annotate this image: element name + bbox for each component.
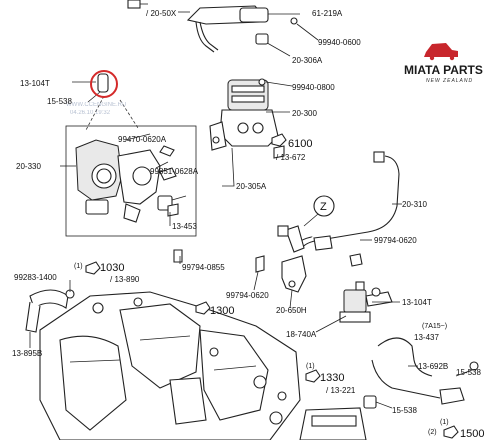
intake-hose — [25, 289, 75, 333]
label-1300-a: 1300 — [210, 305, 234, 317]
label-20-650h: 20-650H — [276, 306, 307, 315]
label-99851-0628a: 99851-0628A — [150, 167, 199, 176]
label-20-300: 20-300 — [292, 109, 317, 118]
label-20-305a: 20-305A — [236, 182, 267, 191]
label-13-672: / 13-672 — [276, 153, 306, 162]
label-13-692b: 13-692B — [418, 362, 448, 371]
label-6100: 6100 — [288, 138, 312, 150]
canister-housing — [299, 407, 367, 440]
label-99794-0620-b: 99794-0620 — [226, 291, 269, 300]
label-20-50x: / 20-50X — [146, 9, 177, 18]
label-7a15: (7A15~) — [422, 323, 447, 330]
label-18-740a: 18-740A — [286, 330, 317, 339]
label-99940-0600: 99940-0600 — [318, 38, 361, 47]
label-13-895b: 13-895B — [12, 349, 42, 358]
label-13-890: / 13-890 — [110, 275, 140, 284]
car-icon — [424, 43, 458, 57]
label-15-538-b: 15-538 — [456, 368, 481, 377]
callout-z-icon — [303, 195, 335, 227]
intake-manifold — [39, 291, 301, 440]
top-left-fitting — [127, 0, 148, 9]
label-99940-0800: 99940-0800 — [292, 83, 335, 92]
vacuum-hose-13-104t — [97, 73, 109, 93]
label-1330: 1330 — [320, 372, 344, 384]
label-qty-1-b: (1) — [306, 363, 315, 370]
label-13-437: 13-437 — [414, 333, 439, 342]
logo-title: MIATA PARTS — [404, 63, 483, 77]
watermark-line2: 04.26.10 19:32 — [70, 110, 111, 116]
logo-subtitle: NEW ZEALAND — [426, 78, 473, 84]
bracket-20-650h — [281, 255, 307, 293]
egr-pipe — [277, 151, 400, 253]
upper-air-pipe — [186, 5, 319, 57]
label-qty-2: (2) — [428, 429, 437, 436]
egr-valve — [209, 78, 293, 151]
label-qty-1-a: (1) — [74, 263, 83, 270]
label-20-310: 20-310 — [402, 200, 427, 209]
label-15-538-a: 15-538 — [47, 97, 72, 106]
label-13-221: / 13-221 — [326, 386, 356, 395]
label-20-306a: 20-306A — [292, 56, 323, 65]
label-99794-0855: 99794-0855 — [182, 263, 225, 272]
label-13-453: 13-453 — [172, 222, 197, 231]
highlight-circle — [90, 70, 118, 98]
label-61-219a: 61-219A — [312, 9, 343, 18]
label-99283-1400: 99283-1400 — [14, 273, 57, 282]
label-99794-0620-a: 99794-0620 — [374, 236, 417, 245]
miata-parts-logo: MIATA PARTS NEW ZEALAND — [404, 43, 483, 84]
label-1030: 1030 — [100, 262, 124, 274]
label-99470-0620a: 99470-0620A — [118, 135, 167, 144]
pointing-hand-icon — [85, 133, 459, 439]
vacuum-hose-lower — [363, 337, 479, 409]
label-20-330: 20-330 — [16, 162, 41, 171]
label-13-104t-b: 13-104T — [402, 298, 432, 307]
leader-lines — [29, 11, 473, 409]
label-z: Z — [320, 201, 327, 213]
watermark-line1: WWW.CCENGINE.RU — [66, 102, 126, 108]
label-1500: 1500 — [460, 428, 484, 440]
label-15-538-c: 15-538 — [392, 406, 417, 415]
label-qty-1-c: (1) — [440, 419, 449, 426]
label-13-104t-a: 13-104T — [20, 79, 50, 88]
throttle-body-group — [65, 125, 197, 237]
